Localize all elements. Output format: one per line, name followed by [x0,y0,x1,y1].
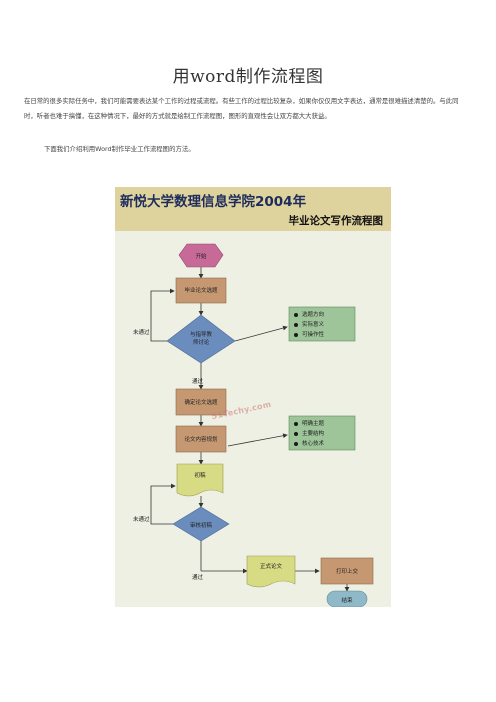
notes-box-2 [288,415,356,451]
select-topic-label: 毕业论文选题 [184,288,218,294]
notes-box-1 [288,306,356,342]
review-label: 审核初稿 [189,523,212,529]
draft-label: 初稿 [194,473,206,479]
plan-label: 论文内容规划 [184,437,218,443]
note-item: 核心技术 [293,439,324,449]
document-title: 用word制作流程图 [172,67,324,87]
select-topic-shape [175,277,227,304]
discuss-decision-shape [166,314,236,364]
passed-label-2: 通过 [192,575,204,581]
flowchart-shapes [150,243,374,607]
print-label: 打印上交 [335,569,358,575]
flowchart-connectors [150,267,350,592]
discuss-label-line1: 与指导教 [189,332,212,338]
method-paragraph: 下面我们介绍利用Word制作毕业工作流程图的方法。 [44,145,195,153]
plan-shape [175,425,227,453]
start-label: 开始 [195,254,207,260]
final-shape [246,555,296,588]
note-item: 明确主题 [293,419,324,429]
note-item: 实际意义 [293,320,324,330]
discuss-label-line2: 师讨论 [192,340,210,346]
note-item: 选题方向 [293,310,324,320]
flowchart-banner [115,187,391,231]
note-item: 可操作性 [293,330,324,340]
notes-list-2: 明确主题 主要结构 核心技术 [293,419,324,449]
notes-list-1: 选题方向 实际意义 可操作性 [293,310,324,340]
final-label: 正式论文 [259,564,282,570]
flowchart-subtitle: 毕业论文写作流程图 [288,215,384,227]
note-item: 主要结构 [293,429,324,439]
draft-shape [176,463,224,497]
not-passed-label-2: 未通过 [133,517,150,523]
not-passed-label-1: 未通过 [133,330,150,336]
print-shape [320,557,374,585]
end-label: 结束 [341,598,353,604]
passed-label-1: 通过 [192,379,204,385]
flowchart-school-title: 新悦大学数理信息学院2004年 [120,194,307,210]
intro-paragraph: 在日常的很多实际任务中，我们可能需要表达某个工作的过程或流程。有些工作的过程比较… [24,97,459,120]
start-shape [178,243,224,268]
confirm-topic-label: 确定论文选题 [184,400,218,406]
confirm-topic-shape [175,388,227,416]
end-shape [326,590,368,607]
flowchart-figure: 新悦大学数理信息学院2004年 毕业论文写作流程图 [115,187,391,607]
review-decision-shape [172,506,230,542]
